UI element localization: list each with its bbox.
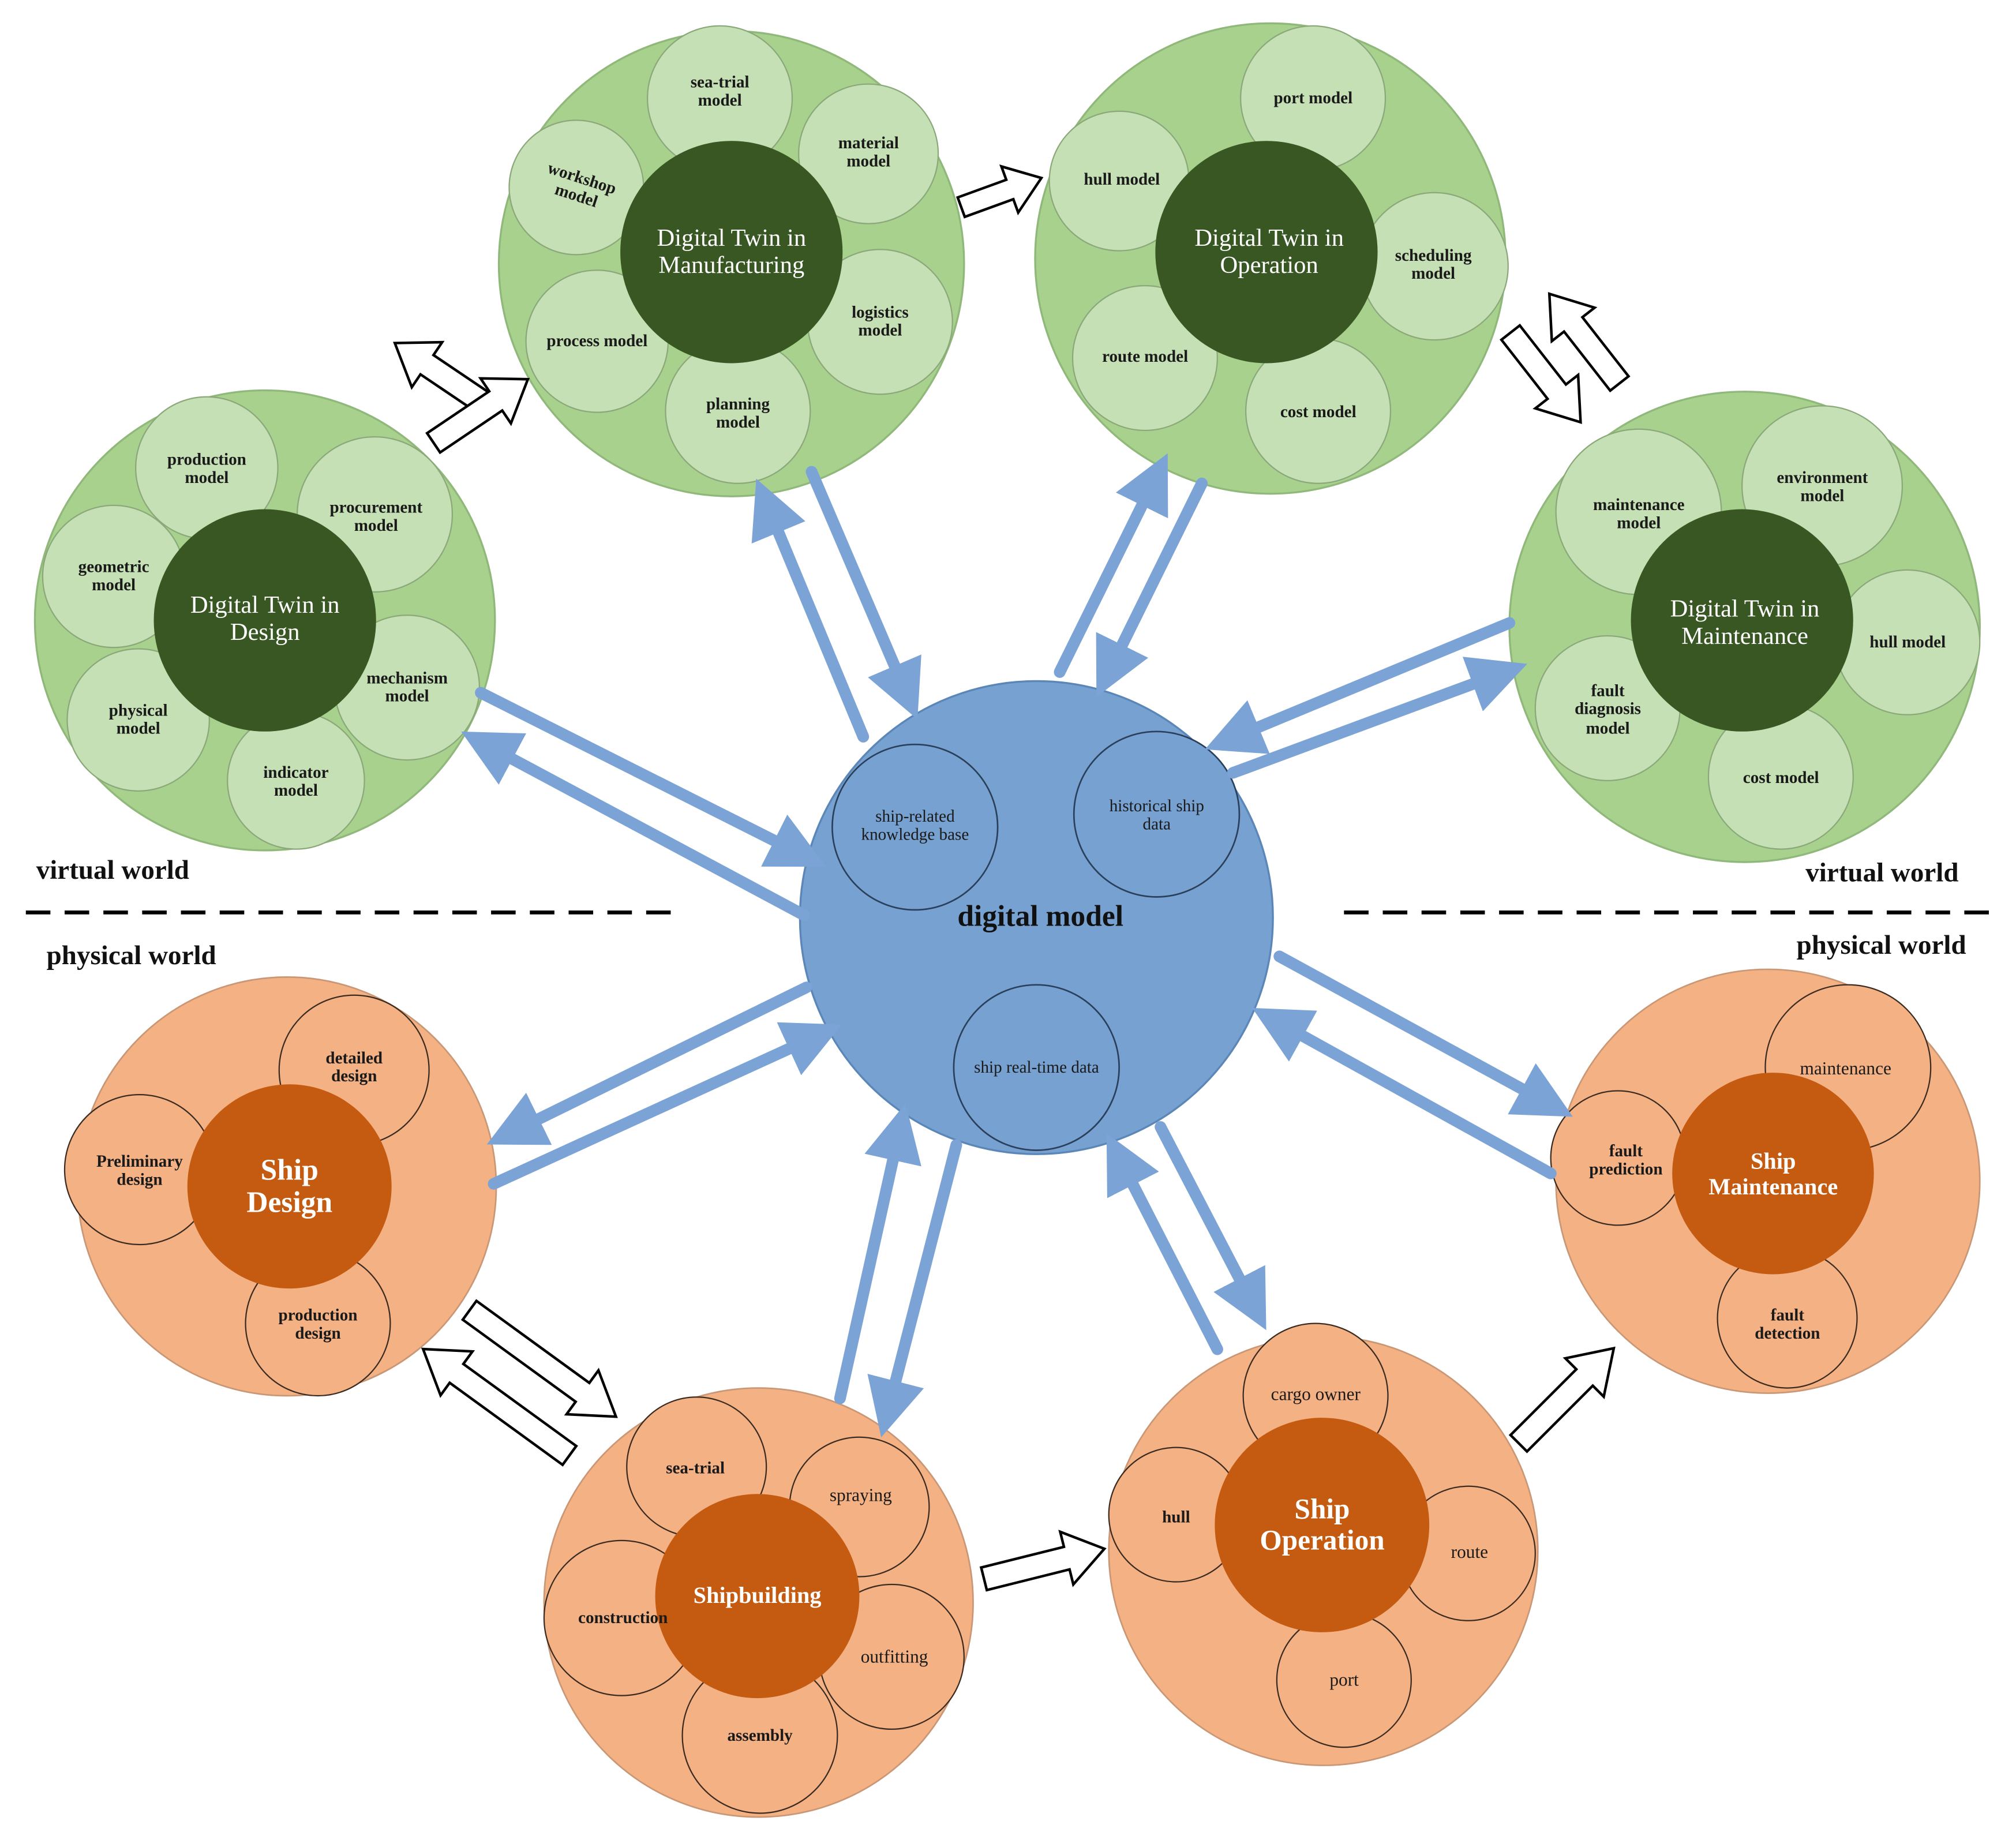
model-process: process model	[546, 331, 648, 350]
center-historical-data: historical ship data	[1109, 796, 1204, 834]
model-indicator: indicator model	[263, 762, 329, 800]
item-production-design: production design	[278, 1305, 358, 1343]
item-route: route	[1451, 1543, 1489, 1563]
twin-design-group	[33, 389, 496, 852]
model-cost: cost model	[1280, 402, 1357, 421]
model-physical: physical model	[108, 700, 168, 739]
region-virtual-left: virtual world	[36, 854, 189, 886]
model-scheduling: scheduling model	[1395, 245, 1472, 283]
item-port: port	[1329, 1672, 1359, 1691]
twin-maintenance-title: Digital Twin in Maintenance	[1670, 595, 1820, 650]
model-route: route model	[1102, 346, 1189, 366]
item-spraying: spraying	[829, 1486, 892, 1507]
item-hull: hull	[1162, 1507, 1190, 1527]
center-realtime-data: ship real-time data	[974, 1056, 1099, 1077]
process-flow-arrows	[393, 164, 1631, 1592]
item-maintenance: maintenance	[1800, 1060, 1891, 1080]
ship-operation-title: Ship Operation	[1260, 1492, 1385, 1556]
region-virtual-right: virtual world	[1805, 857, 1959, 888]
ship-operation-group	[1108, 1322, 1539, 1766]
model-fault-diagnosis: fault diagnosis model	[1575, 680, 1642, 737]
model-logistics: logistics model	[852, 302, 909, 340]
item-detailed-design: detailed design	[325, 1047, 383, 1086]
ship-maintenance-group	[1550, 968, 1981, 1394]
model-workshop: workshop model	[545, 158, 619, 212]
twin-maintenance-group	[1508, 391, 1981, 863]
shipbuilding-group	[543, 1387, 974, 1818]
item-outfitting: outfitting	[860, 1648, 928, 1668]
item-assembly: assembly	[727, 1725, 793, 1745]
model-port: port model	[1273, 87, 1353, 107]
model-maintenance: maintenance model	[1593, 494, 1685, 533]
item-construction: construction	[578, 1608, 668, 1627]
item-fault-prediction: fault prediction	[1589, 1141, 1663, 1179]
item-cargo-owner: cargo owner	[1271, 1385, 1361, 1406]
model-hull: hull model	[1084, 169, 1160, 189]
item-fault-detection: fault detection	[1755, 1305, 1820, 1343]
region-physical-right: physical world	[1796, 929, 1966, 961]
center-group	[799, 680, 1274, 1155]
model-material: material model	[838, 133, 899, 171]
model-geometric: geometric model	[78, 556, 149, 595]
model-environment: environment model	[1777, 467, 1868, 505]
model-sea-trial: sea-trial model	[690, 72, 750, 110]
ship-design-group	[63, 976, 497, 1397]
center-title: digital model	[957, 900, 1124, 932]
twin-manufacturing-title: Digital Twin in Manufacturing	[657, 225, 807, 279]
ship-design-title: Ship Design	[246, 1153, 333, 1219]
model-mechanism: mechanism model	[366, 668, 448, 706]
ship-maintenance-title: Ship Maintenance	[1708, 1148, 1838, 1200]
region-physical-left: physical world	[46, 939, 216, 971]
data-flow-arrows	[461, 453, 1573, 1438]
twin-operation-group	[1034, 22, 1509, 495]
center-knowledge-base: ship-related knowledge base	[861, 806, 969, 844]
model-procurement: procurement model	[329, 497, 423, 535]
item-preliminary-design: Preliminary design	[96, 1151, 183, 1189]
twin-design-title: Digital Twin in Design	[190, 592, 340, 646]
model-production: production model	[167, 449, 246, 488]
shipbuilding-title: Shipbuilding	[693, 1582, 822, 1608]
item-sea-trial: sea-trial	[666, 1457, 725, 1477]
model-hull-maint: hull model	[1869, 632, 1946, 651]
model-planning: planning model	[706, 394, 770, 432]
twin-operation-title: Digital Twin in Operation	[1194, 225, 1344, 279]
model-cost-maint: cost model	[1743, 767, 1819, 787]
twin-manufacturing-group	[497, 25, 965, 497]
